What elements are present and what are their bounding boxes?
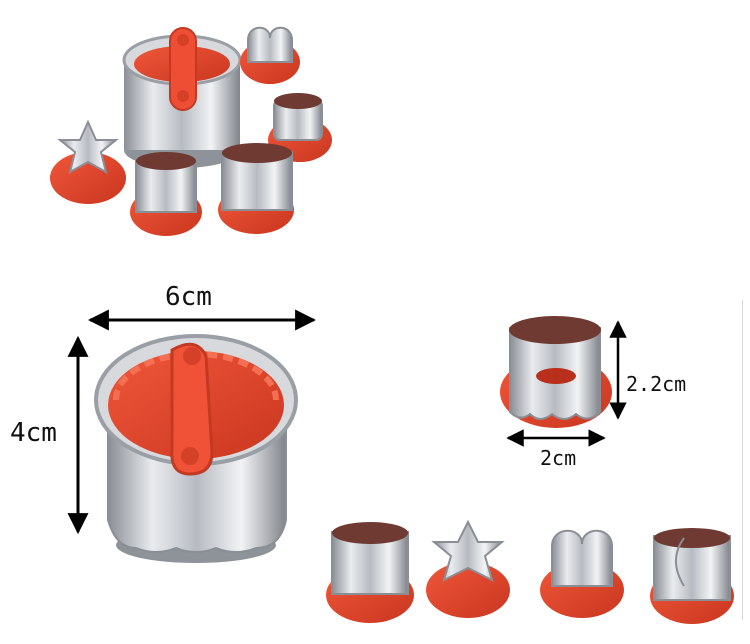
small-width-label: 2cm (540, 446, 577, 470)
round-cutter-top (218, 143, 294, 234)
heart-cutter-top (240, 26, 300, 84)
cutter-set-cluster (50, 26, 332, 236)
round-cutter-bottom (326, 522, 414, 623)
scalloped-cutter-top (130, 152, 202, 236)
edge-line (742, 300, 743, 620)
small-cutter-measured (500, 316, 627, 447)
large-height-label: 4cm (10, 418, 57, 448)
bottom-cutter-row (326, 519, 734, 624)
star-cutter-top (50, 119, 126, 204)
small-height-label: 2.2cm (626, 372, 687, 396)
star-cutter-bottom (426, 519, 510, 618)
large-cutter-measured (67, 309, 317, 563)
half-moon-cutter-bottom (650, 528, 734, 624)
large-round-cutter-top (122, 27, 242, 168)
heart-cutter-bottom (540, 529, 624, 618)
large-width-label: 6cm (165, 282, 212, 312)
